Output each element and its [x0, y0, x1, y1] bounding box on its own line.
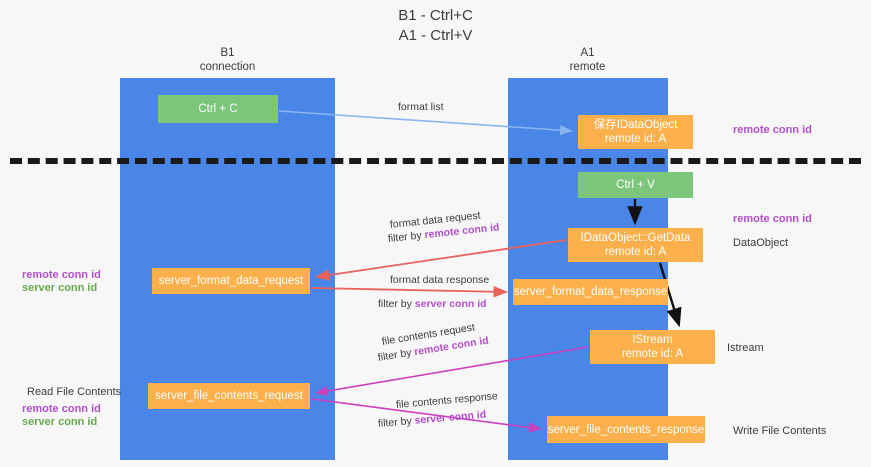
node-server-format-data-response-label: server_format_data_response	[513, 286, 668, 298]
side-label-left-server-conn-id-bottom: server conn id	[22, 416, 98, 428]
column-header-b1-name: B1	[220, 47, 235, 59]
node-idataobject-getdata-sublabel: remote id: A	[604, 246, 667, 258]
edge-format-data-response	[311, 285, 508, 298]
filter-prefix: filter by	[378, 298, 415, 310]
side-label-left-remote-conn-id-mid: remote conn id	[22, 269, 101, 281]
column-header-a1-role: remote	[569, 61, 606, 73]
node-ctrl-c-label: Ctrl + C	[198, 103, 238, 115]
side-label-remote-conn-id-top: remote conn id	[733, 124, 812, 136]
node-istream[interactable]: IStream remote id: A	[590, 330, 715, 364]
node-server-file-contents-response[interactable]: server_file_contents_response	[547, 416, 705, 443]
node-save-idataobject-sublabel: remote id: A	[604, 133, 667, 145]
node-server-file-contents-request[interactable]: server_file_contents_request	[148, 383, 310, 409]
node-istream-label: IStream	[632, 334, 673, 346]
node-ctrl-c[interactable]: Ctrl + C	[158, 95, 278, 123]
node-server-format-data-response[interactable]: server_format_data_response	[513, 279, 668, 305]
edge-label-format-data-response-filter: filter by server conn id	[378, 298, 487, 311]
side-label-remote-conn-id-mid: remote conn id	[733, 213, 812, 225]
column-header-a1: A1 remote	[525, 46, 650, 74]
column-header-a1-name: A1	[580, 47, 595, 59]
filter-key-server-conn-id: server conn id	[414, 408, 487, 427]
phase-divider	[10, 158, 861, 164]
page-title-line-1: B1 - Ctrl+C	[398, 7, 473, 24]
edge-label-format-data-response: format data response	[390, 274, 490, 286]
side-label-istream: Istream	[727, 342, 764, 354]
column-header-b1: B1 connection	[160, 46, 295, 74]
edge-label-file-contents-response-filter: filter by server conn id	[377, 409, 486, 431]
page-title-line-2: A1 - Ctrl+V	[398, 27, 473, 44]
node-save-idataobject-label: 保存IDataObject	[593, 119, 678, 131]
side-label-dataobject: DataObject	[733, 237, 789, 249]
column-header-b1-role: connection	[199, 61, 256, 73]
node-server-file-contents-response-label: server_file_contents_response	[547, 423, 705, 436]
side-label-write-file-contents: Write File Contents	[733, 425, 827, 437]
filter-prefix: filter by	[387, 229, 426, 245]
side-label-left-remote-conn-id-bottom: remote conn id	[22, 403, 101, 415]
filter-key-server-conn-id: server conn id	[414, 298, 487, 310]
node-server-format-data-request-label: server_format_data_request	[158, 275, 304, 287]
node-idataobject-getdata-label: IDataObject::GetData	[580, 232, 691, 244]
edge-label-format-list: format list	[398, 101, 444, 113]
node-save-idataobject[interactable]: 保存IDataObject remote id: A	[578, 115, 693, 149]
side-label-read-file-contents: Read File Contents	[27, 386, 122, 398]
node-server-file-contents-request-label: server_file_contents_request	[155, 390, 303, 402]
node-ctrl-v-label: Ctrl + V	[616, 179, 655, 191]
node-ctrl-v[interactable]: Ctrl + V	[578, 172, 693, 198]
node-istream-sublabel: remote id: A	[621, 348, 684, 360]
filter-prefix: filter by	[377, 414, 416, 430]
side-label-left-server-conn-id-mid: server conn id	[22, 282, 98, 294]
node-idataobject-getdata[interactable]: IDataObject::GetData remote id: A	[568, 228, 703, 262]
node-server-format-data-request[interactable]: server_format_data_request	[152, 268, 310, 294]
page-title: B1 - Ctrl+C A1 - Ctrl+V	[0, 6, 871, 46]
